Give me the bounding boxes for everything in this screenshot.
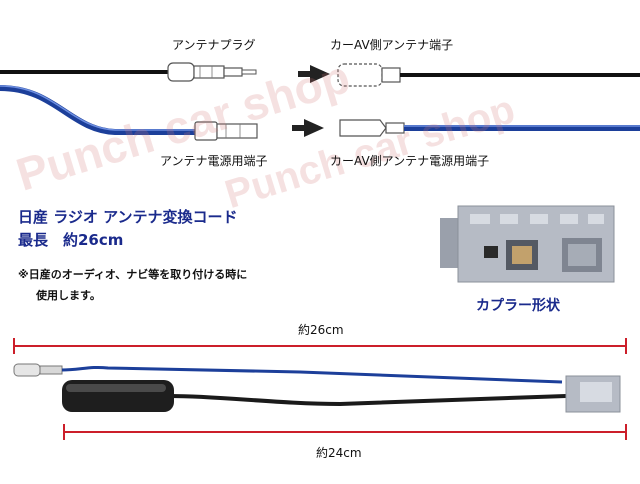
blue-wire-top-highlight bbox=[0, 85, 195, 131]
label-car-antenna-terminal: カーAV側アンテナ端子 bbox=[330, 38, 454, 52]
usage-note-line-2: 使用します。 bbox=[36, 289, 101, 302]
cable-length-label: 約24cm bbox=[316, 446, 362, 460]
dimension-line-cable bbox=[63, 424, 627, 440]
blue-wire-top bbox=[0, 85, 195, 135]
product-length: 最長 約26cm bbox=[18, 231, 124, 249]
usage-note-line-1: ※日産のオーディオ、ナビ等を取り付ける時に bbox=[18, 268, 248, 281]
label-car-antenna-power-terminal: カーAV側アンテナ電源用端子 bbox=[330, 154, 490, 168]
antenna-plug-connector bbox=[167, 62, 257, 82]
product-title: 日産 ラジオ アンテナ変換コード bbox=[18, 208, 238, 226]
coupler-illustration bbox=[440, 205, 615, 283]
arrow-icon bbox=[292, 119, 324, 137]
car-antenna-terminal-connector bbox=[337, 63, 401, 87]
dimension-line-total bbox=[13, 338, 627, 354]
arrow-icon bbox=[298, 65, 330, 83]
total-length-label: 約26cm bbox=[298, 323, 344, 337]
car-antenna-power-terminal-connector bbox=[339, 119, 405, 137]
label-antenna-plug: アンテナプラグ bbox=[172, 38, 256, 52]
coupler-shape-label: カプラー形状 bbox=[476, 298, 560, 314]
label-antenna-power-terminal: アンテナ電源用端子 bbox=[160, 154, 268, 168]
antenna-power-terminal-connector bbox=[194, 121, 258, 141]
cable-photo bbox=[13, 363, 621, 413]
